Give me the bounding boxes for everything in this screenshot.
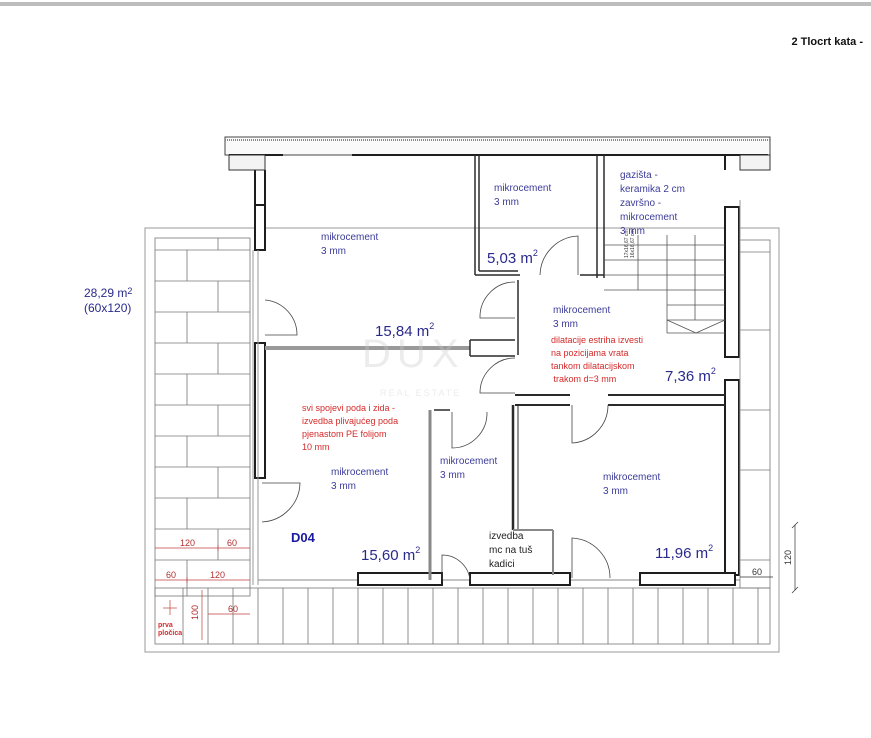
- dim-row2-b: 120: [210, 570, 226, 580]
- bedroom2-thickness: 3 mm: [603, 486, 628, 497]
- living-room-thickness: 3 mm: [321, 246, 346, 257]
- hallway-material: mikrocement: [553, 305, 611, 316]
- dim-row2-a: 60: [166, 570, 177, 580]
- right-dimension-lines: [740, 521, 799, 594]
- dilatation-note: dilatacije estriha izvesti na pozicijama…: [551, 335, 644, 384]
- top-rule: [0, 2, 871, 6]
- bedroom1-material: mikrocement: [331, 467, 389, 478]
- right-terrace-tiles: [739, 239, 771, 589]
- small-room-material: mikrocement: [494, 183, 552, 194]
- bottom-terrace-tiles: [154, 587, 771, 645]
- bedroom1-area: 15,60 m2: [361, 545, 421, 564]
- dim-row1-a: 120: [180, 538, 196, 548]
- watermark-subtitle: REAL ESTATE: [380, 388, 462, 398]
- bedroom1-thickness: 3 mm: [331, 481, 356, 492]
- dim-row3: 60: [228, 604, 239, 614]
- living-room-area: 15,84 m2: [375, 321, 435, 340]
- hallway-area: 7,36 m2: [665, 366, 716, 385]
- dim-right-vertical: 120: [783, 549, 793, 565]
- dim-row1-b: 60: [227, 538, 238, 548]
- bathroom-thickness: 3 mm: [440, 470, 465, 481]
- terrace-area: 28,29 m2: [84, 286, 133, 300]
- unit-id: D04: [291, 530, 315, 545]
- terrace-tile-size: (60x120): [84, 301, 132, 315]
- shower-note: izvedba mc na tuš kadici: [489, 531, 533, 570]
- dim-row3-vertical: 100: [190, 604, 200, 620]
- terrace-area-value: 28,29 m: [84, 286, 128, 300]
- first-tile-label: prva pločica: [158, 622, 183, 637]
- stair-dimensions: 17x16,67 cm 16x16,67 cm: [624, 229, 636, 258]
- interior-walls: [265, 155, 726, 580]
- small-room-area: 5,03 m2: [487, 248, 538, 267]
- dimension-lines: [155, 545, 250, 640]
- joints-note: svi spojevi poda i zida - izvedba plivaj…: [302, 403, 399, 452]
- outer-walls: [224, 136, 771, 586]
- bedroom2-material: mikrocement: [603, 472, 661, 483]
- living-room-material: mikrocement: [321, 232, 379, 243]
- hallway-thickness: 3 mm: [553, 319, 578, 330]
- door-swings: [261, 235, 611, 581]
- left-terrace-tiles: [154, 237, 251, 597]
- small-room-thickness: 3 mm: [494, 197, 519, 208]
- bathroom-material: mikrocement: [440, 456, 498, 467]
- bedroom2-area: 11,96 m2: [655, 543, 714, 562]
- watermark-logo: DUX: [362, 332, 465, 376]
- sheet-title: 2 Tlocrt kata -: [791, 36, 863, 48]
- dim-right-horizontal: 60: [752, 567, 763, 577]
- stairs-material: gazišta - keramika 2 cm završno - mikroc…: [620, 170, 686, 237]
